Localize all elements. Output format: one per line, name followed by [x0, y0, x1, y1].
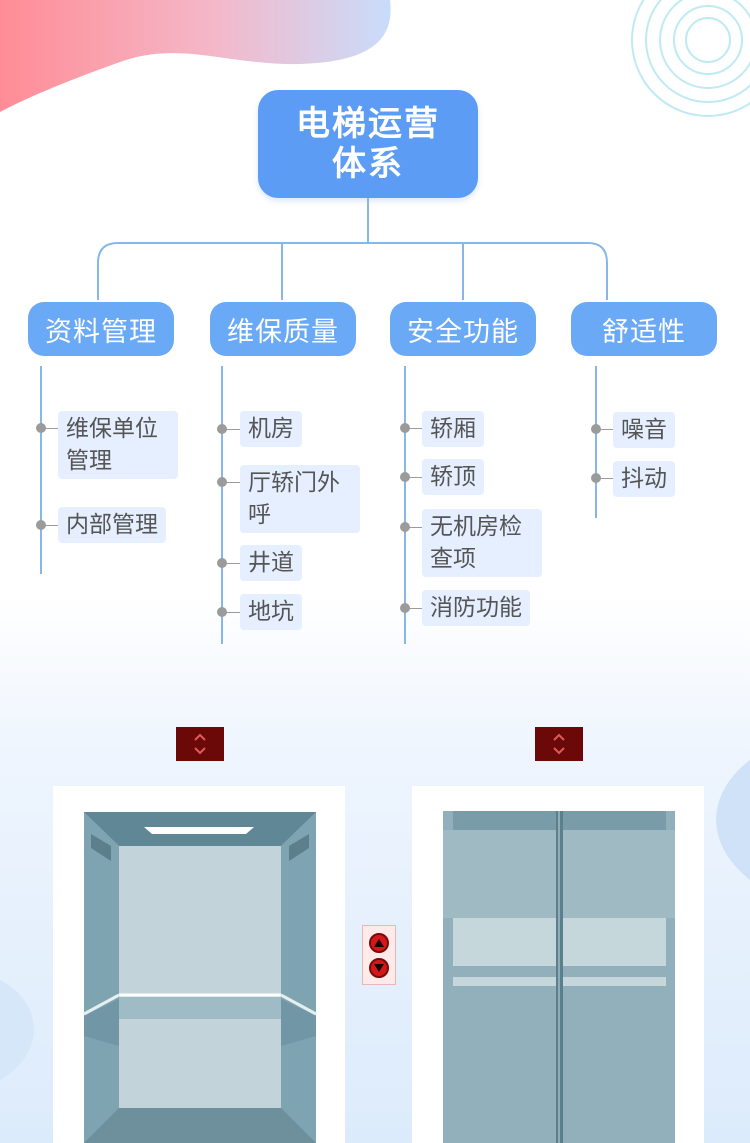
list-item: 消防功能	[422, 590, 530, 626]
category-safety-functions: 安全功能	[390, 302, 536, 356]
branch-dot	[36, 520, 46, 530]
list-item: 轿厢	[422, 411, 484, 447]
up-down-chevron-icon	[194, 733, 206, 755]
root-title-line1: 电梯运营	[296, 104, 440, 144]
branch-dot	[217, 477, 227, 487]
list-item: 噪音	[613, 412, 675, 448]
branch-dot	[217, 607, 227, 617]
list-item: 地坑	[240, 594, 302, 630]
tree-connectors	[97, 198, 608, 300]
branch-line	[595, 366, 597, 518]
branch-tick	[405, 428, 422, 429]
category-comfort: 舒适性	[571, 302, 717, 356]
branch-tick	[405, 527, 422, 528]
branch-tick	[222, 612, 240, 613]
root-node: 电梯运营 体系	[258, 90, 478, 198]
branch-dot	[36, 423, 46, 433]
branch-tick	[222, 482, 240, 483]
branch-dot	[217, 558, 227, 568]
list-item: 机房	[240, 411, 302, 447]
floor-indicator-left	[176, 727, 224, 761]
top-right-ring-decoration	[631, 0, 750, 117]
branch-tick	[222, 563, 240, 564]
bottom-right-decoration	[716, 760, 750, 880]
floor-indicator-right	[535, 727, 583, 761]
call-button-panel	[362, 925, 396, 985]
list-item: 轿顶	[422, 459, 484, 495]
top-left-decoration	[0, 0, 391, 112]
call-up-button[interactable]	[369, 932, 389, 953]
branch-dot	[400, 472, 410, 482]
list-item: 抖动	[613, 461, 675, 497]
elevator-doors	[443, 811, 675, 1143]
branch-tick	[405, 477, 422, 478]
branch-dot	[400, 522, 410, 532]
up-arrow-icon	[374, 938, 384, 947]
branch-tick	[222, 429, 240, 430]
branch-line	[221, 366, 223, 644]
category-label: 安全功能	[407, 316, 519, 348]
branch-dot	[400, 603, 410, 613]
category-maintenance-quality: 维保质量	[210, 302, 356, 356]
branch-tick	[41, 525, 58, 526]
category-label: 维保质量	[227, 316, 339, 348]
elevator-interior	[83, 812, 317, 1143]
elevator-open-frame	[53, 786, 345, 1143]
down-arrow-icon	[374, 963, 384, 972]
category-label: 资料管理	[45, 316, 157, 348]
category-label: 舒适性	[602, 316, 686, 348]
list-item: 无机房检查项	[422, 509, 542, 577]
category-documents: 资料管理	[28, 302, 174, 356]
up-down-chevron-icon	[553, 733, 565, 755]
branch-dot	[591, 473, 601, 483]
branch-dot	[217, 424, 227, 434]
branch-dot	[591, 424, 601, 434]
list-item: 厅轿门外呼	[240, 465, 360, 533]
list-item: 井道	[240, 545, 302, 581]
branch-dot	[400, 423, 410, 433]
branch-tick	[596, 429, 613, 430]
branch-tick	[41, 428, 58, 429]
branch-line	[404, 366, 406, 644]
bottom-left-decoration	[0, 980, 34, 1080]
list-item: 维保单位管理	[58, 411, 178, 479]
branch-tick	[596, 478, 613, 479]
branch-tick	[405, 608, 422, 609]
call-down-button[interactable]	[369, 957, 389, 978]
elevator-closed-frame	[412, 786, 704, 1143]
list-item: 内部管理	[58, 507, 166, 543]
root-title-line2: 体系	[332, 144, 404, 184]
branch-line	[40, 366, 42, 574]
